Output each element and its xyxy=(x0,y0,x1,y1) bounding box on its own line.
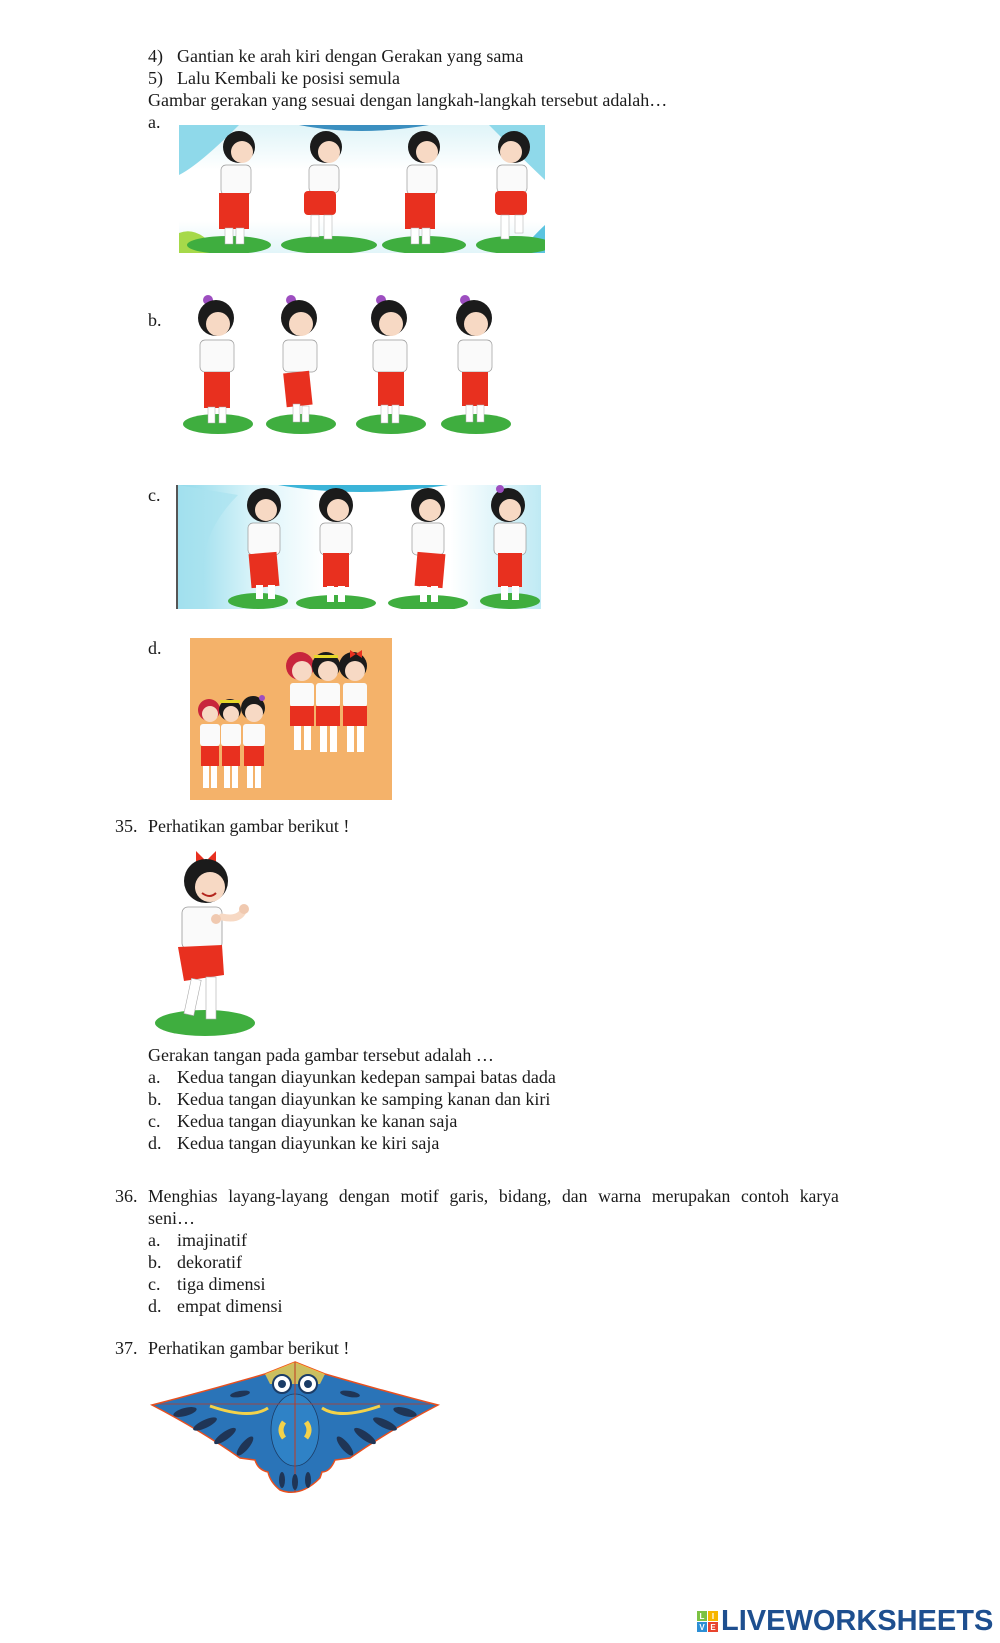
option-text: empat dimensi xyxy=(177,1296,283,1316)
q36-text-line2: seni… xyxy=(148,1208,195,1228)
q34-prompt: Gambar gerakan yang sesuai dengan langka… xyxy=(148,90,668,110)
owl-kite-illustration xyxy=(150,1361,440,1493)
back-group xyxy=(286,650,367,752)
q36-option-b[interactable]: b. dekoratif xyxy=(148,1251,242,1273)
option-d-label: d. xyxy=(148,638,162,658)
q35-prompt: Gerakan tangan pada gambar tersebut adal… xyxy=(148,1045,494,1065)
option-c-image[interactable] xyxy=(176,485,541,609)
question-text: Menghias layang-layang dengan motif gari… xyxy=(148,1186,839,1206)
group-of-girls-illustration xyxy=(198,650,367,788)
option-label: c. xyxy=(148,1111,161,1131)
q35-image xyxy=(150,845,260,1040)
option-text: Kedua tangan diayunkan kedepan sampai ba… xyxy=(177,1067,556,1087)
brand-name: LIVEWORKSHEETS xyxy=(721,1605,994,1637)
option-text: Kedua tangan diayunkan ke samping kanan … xyxy=(177,1089,551,1109)
option-b-image[interactable] xyxy=(178,290,518,440)
step-text: Gantian ke arah kiri dengan Gerakan yang… xyxy=(177,46,524,66)
question-number: 37. xyxy=(115,1338,138,1358)
option-text: Kedua tangan diayunkan ke kanan saja xyxy=(177,1111,458,1131)
dancing-girls-illustration xyxy=(179,125,545,253)
girls-hands-on-hips-illustration xyxy=(178,485,540,609)
option-d-image[interactable] xyxy=(190,638,392,800)
q35-option-b[interactable]: b. Kedua tangan diayunkan ke samping kana… xyxy=(148,1088,550,1110)
logo-letter: V xyxy=(697,1622,707,1632)
step-text: Lalu Kembali ke posisi semula xyxy=(177,68,400,88)
q37-heading: 37. Perhatikan gambar berikut ! xyxy=(115,1337,349,1359)
girl-4 xyxy=(495,131,530,240)
option-a-label: a. xyxy=(148,112,161,132)
question-title: Perhatikan gambar berikut ! xyxy=(148,816,350,836)
girls-hands-on-hips-illustration xyxy=(183,295,511,434)
logo-letter: I xyxy=(708,1611,718,1621)
q35-option-a[interactable]: a. Kedua tangan diayunkan kedepan sampai … xyxy=(148,1066,556,1088)
logo-mark-icon: L I V E xyxy=(697,1611,718,1632)
option-a-image[interactable] xyxy=(179,125,545,253)
girl-2 xyxy=(304,131,342,240)
logo-letter: E xyxy=(708,1622,718,1632)
logo-letter: L xyxy=(697,1611,707,1621)
option-label: b. xyxy=(148,1089,162,1109)
option-b-label: b. xyxy=(148,310,162,330)
question-title: Perhatikan gambar berikut ! xyxy=(148,1338,350,1358)
option-label: c. xyxy=(148,1274,161,1294)
option-label: b. xyxy=(148,1252,162,1272)
q36-option-d[interactable]: d. empat dimensi xyxy=(148,1295,282,1317)
q37-image xyxy=(150,1360,440,1500)
option-label: a. xyxy=(148,1230,161,1250)
option-text: tiga dimensi xyxy=(177,1274,266,1294)
q35-option-c[interactable]: c. Kedua tangan diayunkan ke kanan saja xyxy=(148,1110,457,1132)
q35-heading: 35. Perhatikan gambar berikut ! xyxy=(115,815,349,837)
option-text: imajinatif xyxy=(177,1230,247,1250)
step-4: 4) Gantian ke arah kiri dengan Gerakan ya… xyxy=(148,45,523,67)
option-text: Kedua tangan diayunkan ke kiri saja xyxy=(177,1133,440,1153)
q35-option-d[interactable]: d. Kedua tangan diayunkan ke kiri saja xyxy=(148,1132,439,1154)
option-label: a. xyxy=(148,1067,161,1087)
dancing-girl-illustration xyxy=(155,851,255,1036)
option-label: d. xyxy=(148,1133,162,1153)
liveworksheets-logo[interactable]: L I V E LIVEWORKSHEETS xyxy=(697,1605,993,1638)
q36-text-line1: 36. Menghias layang-layang dengan motif g… xyxy=(115,1185,857,1207)
question-number: 36. xyxy=(115,1186,138,1206)
step-number: 4) xyxy=(148,46,163,66)
q36-option-c[interactable]: c. tiga dimensi xyxy=(148,1273,266,1295)
question-number: 35. xyxy=(115,816,138,836)
option-c-label: c. xyxy=(148,485,161,505)
step-number: 5) xyxy=(148,68,163,88)
girl-1 xyxy=(219,131,255,245)
front-group xyxy=(198,695,265,788)
step-5: 5) Lalu Kembali ke posisi semula xyxy=(148,67,400,89)
option-label: d. xyxy=(148,1296,162,1316)
q36-option-a[interactable]: a. imajinatif xyxy=(148,1229,247,1251)
option-text: dekoratif xyxy=(177,1252,242,1272)
girl-3 xyxy=(405,131,440,245)
